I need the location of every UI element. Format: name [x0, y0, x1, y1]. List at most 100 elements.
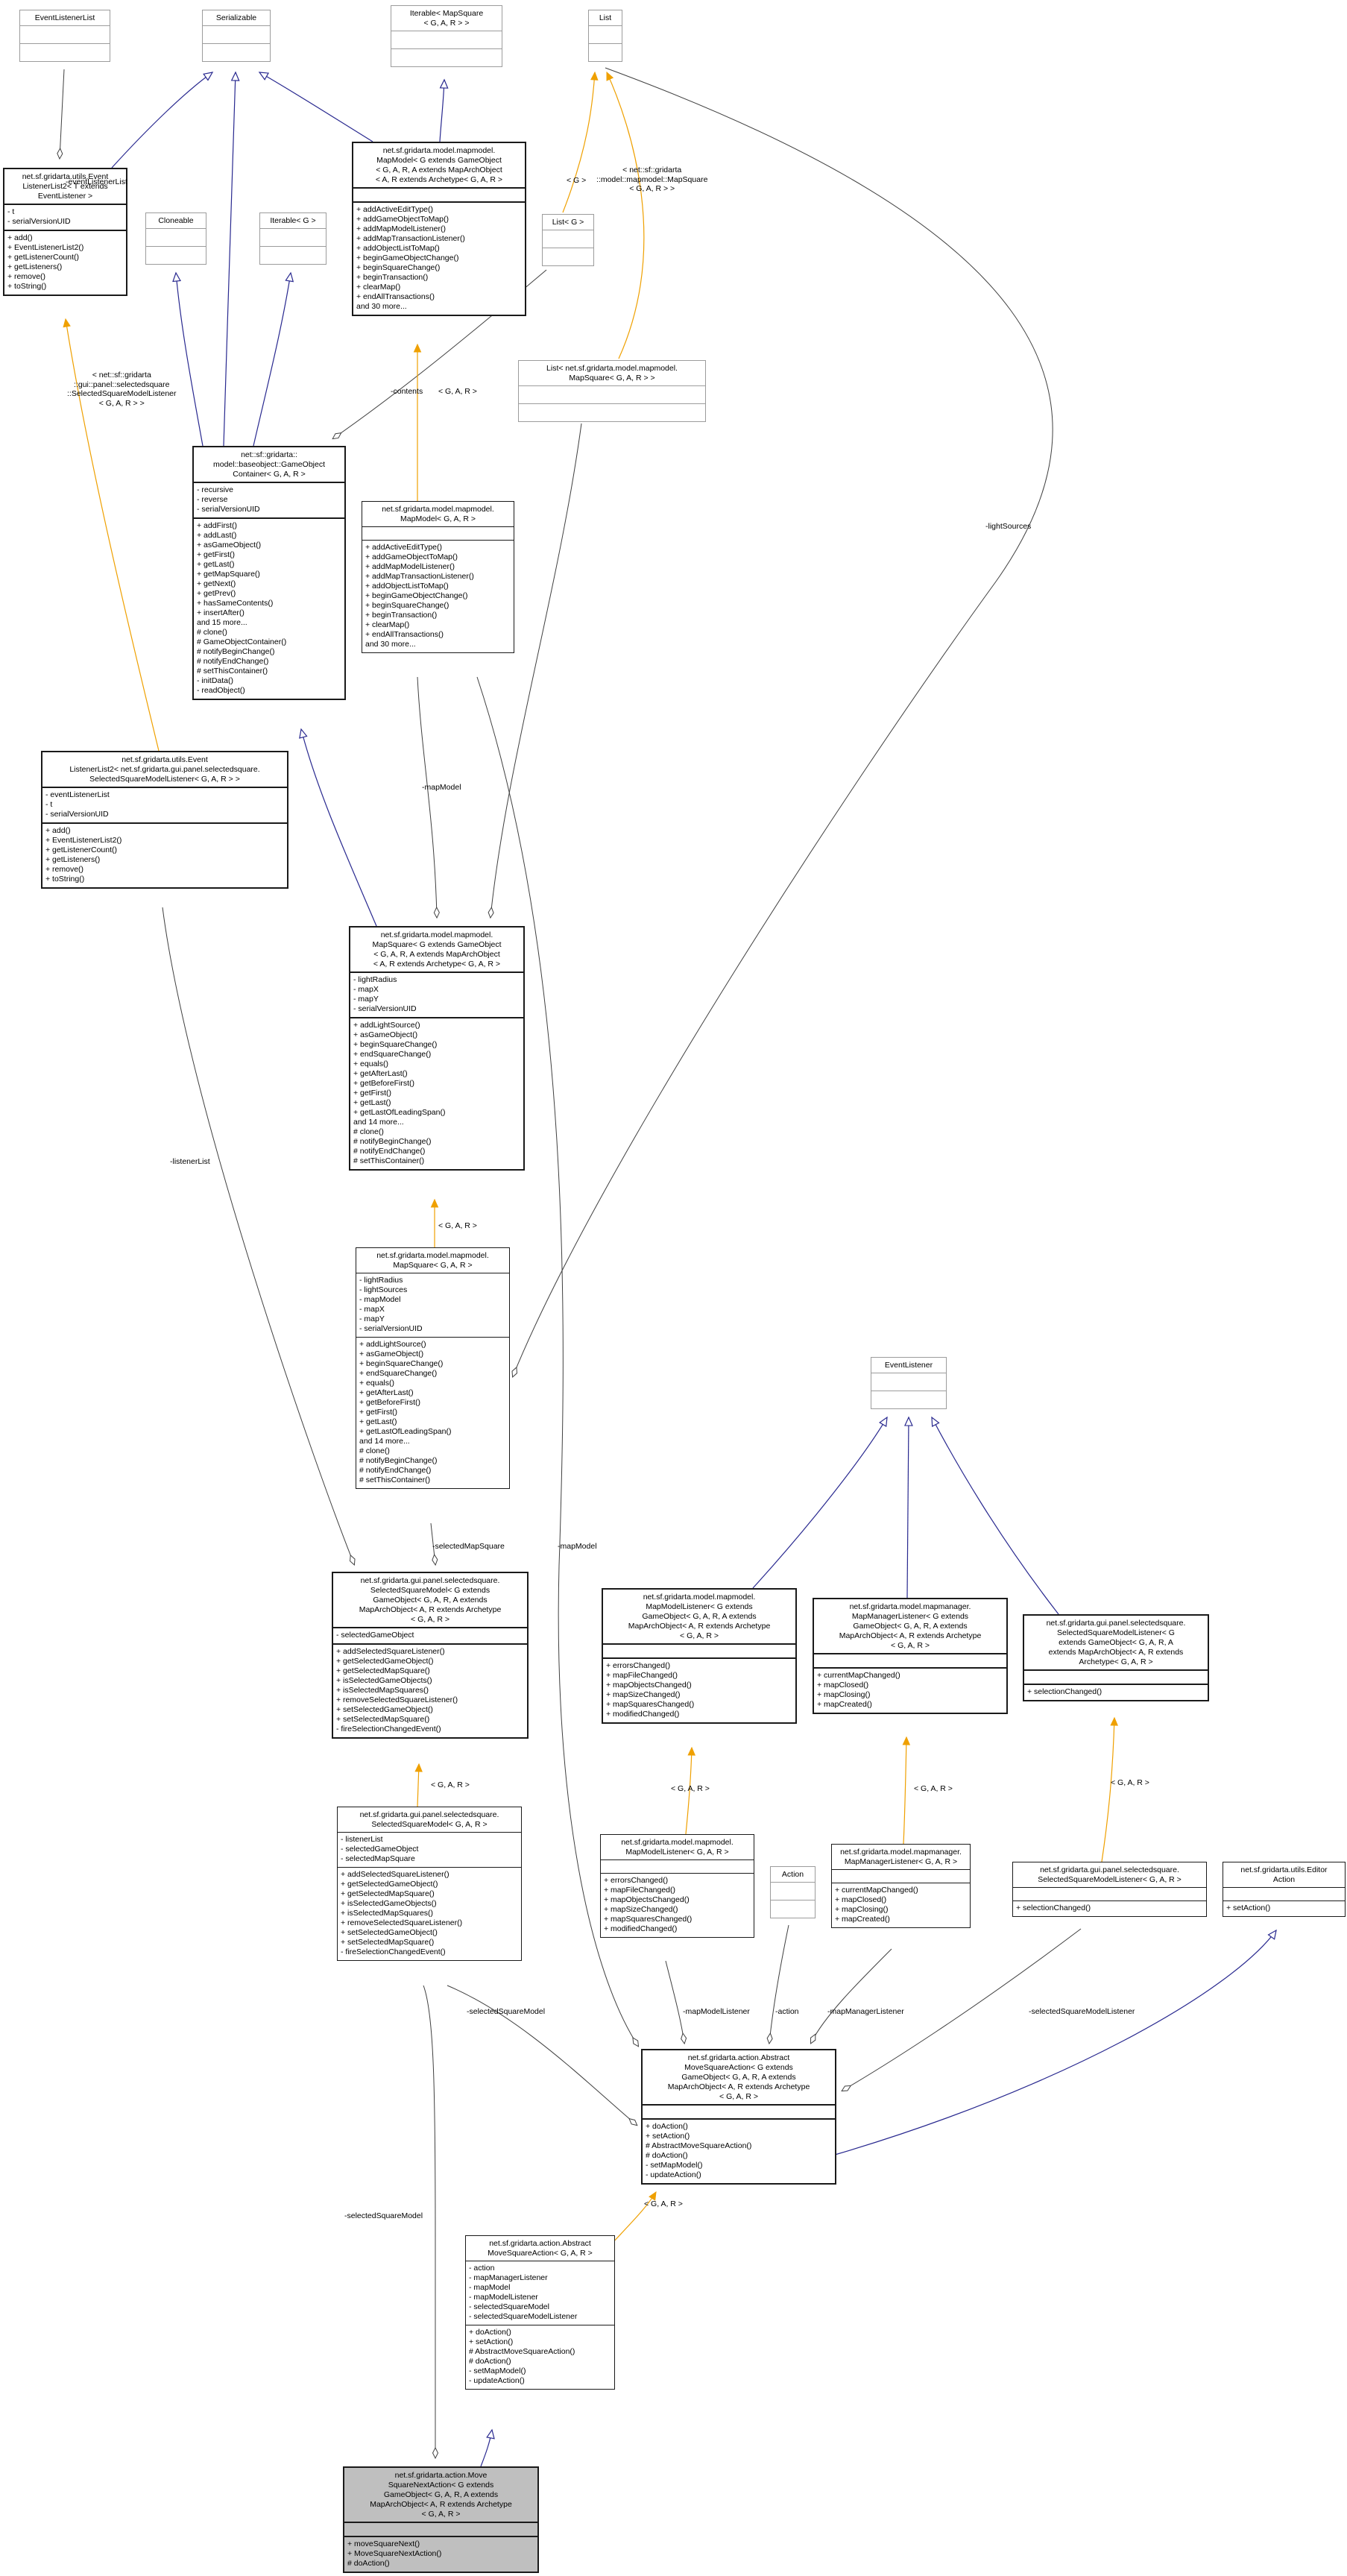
edge-tmpl-amsa: [611, 2191, 657, 2245]
class-methods: + setAction(): [1223, 1900, 1345, 1916]
class-methods: + currentMapChanged()+ mapClosed()+ mapC…: [832, 1883, 970, 1927]
lbl-gar-mapsquare: < G, A, R >: [438, 1221, 477, 1230]
class-box-selectedSquareModelListenerGeneric[interactable]: net.sf.gridarta.gui.panel.selectedsquare…: [1023, 1614, 1209, 1701]
class-attributes: [543, 230, 593, 248]
class-title: net::sf::gridarta::model::baseobject::Ga…: [213, 450, 325, 479]
class-attributes: [362, 526, 514, 540]
class-attributes: [1223, 1887, 1345, 1900]
class-attributes: [260, 228, 326, 246]
class-box-selectedSquareModelGeneric[interactable]: net.sf.gridarta.gui.panel.selectedsquare…: [332, 1572, 529, 1739]
class-attributes: [589, 25, 622, 43]
class-attributes: [20, 25, 110, 43]
class-box-eventListener[interactable]: EventListener: [871, 1357, 947, 1409]
class-box-cloneable[interactable]: Cloneable: [145, 212, 206, 265]
class-box-selectedSquareModelGAR[interactable]: net.sf.gridarta.gui.panel.selectedsquare…: [337, 1807, 522, 1961]
class-title: Iterable< G >: [270, 216, 316, 225]
class-attributes: [603, 1643, 795, 1657]
class-box-mapSquareGeneric[interactable]: net.sf.gridarta.model.mapmodel.MapSquare…: [349, 926, 525, 1171]
class-title: net.sf.gridarta.gui.panel.selectedsquare…: [359, 1576, 502, 1624]
class-box-mapSquareGAR[interactable]: net.sf.gridarta.model.mapmodel.MapSquare…: [356, 1247, 510, 1489]
class-methods: + doAction()+ setAction()# AbstractMoveS…: [466, 2325, 614, 2389]
class-box-mapManagerListenerGAR[interactable]: net.sf.gridarta.model.mapmanager.MapMana…: [831, 1844, 971, 1928]
edge-tmpl-eventListenerList2: [63, 318, 160, 752]
class-methods: + moveSquareNext()+ MoveSquareNextAction…: [344, 2536, 537, 2572]
edge-mapModel-2: [476, 676, 638, 2046]
lbl-gar-ssml: < G, A, R >: [1111, 1778, 1149, 1787]
lbl-selSqModel-1: -selectedSquareModel: [467, 2007, 546, 2016]
lbl-eventListenerList: -eventListenerList: [66, 177, 127, 186]
edge-tmpl-listG: [562, 71, 599, 213]
lbl-gar-amsa: < G, A, R >: [644, 2199, 683, 2208]
edge-listMapSquare: [490, 423, 582, 917]
class-box-selectedSquareModelListenerGAR[interactable]: net.sf.gridarta.gui.panel.selectedsquare…: [1012, 1862, 1207, 1917]
class-box-iterableMapSquare[interactable]: Iterable< MapSquare< G, A, R > >: [391, 5, 502, 67]
class-title: EventListener: [884, 1361, 933, 1370]
class-box-eventListenerListExt[interactable]: EventListenerList: [19, 10, 110, 62]
class-attributes: [771, 1882, 815, 1900]
edge-inh-mgrl-eventlistener: [903, 1416, 913, 1599]
class-box-mapModelGAR[interactable]: net.sf.gridarta.model.mapmodel.MapModel<…: [362, 501, 514, 653]
class-box-mapModelGeneric[interactable]: net.sf.gridarta.model.mapmodel.MapModel<…: [352, 142, 526, 316]
class-methods: [20, 43, 110, 61]
class-methods: + addSelectedSquareListener()+ getSelect…: [333, 1643, 527, 1737]
edge-mapModelListener: [665, 1960, 684, 2043]
lbl-selSqModel-2: -selectedSquareModel: [344, 2211, 423, 2220]
class-attributes: - listenerList- selectedGameObject- sele…: [338, 1832, 521, 1867]
class-title: Serializable: [215, 13, 257, 22]
class-attributes: - selectedGameObject: [333, 1627, 527, 1643]
lbl-gar-mml: < G, A, R >: [671, 1784, 710, 1793]
edge-tmpl-ssm: [414, 1763, 423, 1807]
lbl-gar-ssm: < G, A, R >: [431, 1780, 470, 1789]
class-methods: + add()+ EventListenerList2()+ getListen…: [42, 822, 287, 887]
class-methods: + selectionChanged(): [1024, 1684, 1208, 1700]
lbl-selectedMapSquare: -selectedMapSquare: [432, 1542, 505, 1551]
lbl-tmpl-mapsquare: < net::sf::gridarta::model::mapmodel::Ma…: [596, 166, 708, 193]
lbl-tmpl-ssml: < net::sf::gridarta::gui::panel::selecte…: [67, 371, 177, 408]
class-attributes: [391, 31, 502, 48]
class-box-serializable[interactable]: Serializable: [202, 10, 271, 62]
class-title: net.sf.gridarta.model.mapmodel.MapModel<…: [382, 505, 494, 523]
class-methods: + selectionChanged(): [1013, 1900, 1206, 1916]
class-box-mapModelListenerGeneric[interactable]: net.sf.gridarta.model.mapmodel.MapModelL…: [602, 1588, 797, 1724]
class-methods: + addLightSource()+ asGameObject()+ begi…: [350, 1017, 523, 1169]
edge-mapManagerListener: [811, 1948, 892, 2043]
edge-tmpl-mml: [685, 1746, 695, 1835]
class-methods: [146, 246, 206, 264]
edge-inh-mml-eventlistener: [752, 1416, 888, 1589]
class-box-gameObjectContainer[interactable]: net::sf::gridarta::model::baseobject::Ga…: [192, 446, 346, 700]
edge-mapModel-1: [417, 676, 437, 917]
class-attributes: - eventListenerList- t- serialVersionUID: [42, 787, 287, 822]
class-attributes: [871, 1373, 946, 1391]
edge-lightSources: [513, 67, 1053, 1376]
edge-inh-ssml-eventlistener: [931, 1416, 1059, 1615]
class-box-mapModelListenerGAR[interactable]: net.sf.gridarta.model.mapmodel.MapModelL…: [600, 1834, 754, 1938]
class-attributes: [1024, 1669, 1208, 1684]
class-title: net.sf.gridarta.gui.panel.selectedsquare…: [1046, 1619, 1186, 1666]
class-title: List< net.sf.gridarta.model.mapmodel.Map…: [546, 364, 678, 382]
class-methods: [203, 43, 270, 61]
class-attributes: [146, 228, 206, 246]
class-attributes: - action- mapManagerListener- mapModel- …: [466, 2261, 614, 2325]
class-box-listG[interactable]: List< G >: [542, 214, 594, 266]
class-attributes: [203, 25, 270, 43]
class-title: Action: [781, 1870, 804, 1879]
class-box-listMapSquare[interactable]: List< net.sf.gridarta.model.mapmodel.Map…: [518, 360, 706, 422]
class-methods: + addLightSource()+ asGameObject()+ begi…: [356, 1337, 509, 1488]
class-methods: [871, 1391, 946, 1408]
class-attributes: - lightRadius- lightSources- mapModel- m…: [356, 1273, 509, 1337]
class-box-listExt[interactable]: List: [588, 10, 622, 62]
class-box-mapManagerListenerGeneric[interactable]: net.sf.gridarta.model.mapmanager.MapMana…: [813, 1598, 1008, 1714]
class-box-actionExt[interactable]: Action: [770, 1866, 816, 1918]
lbl-action: -action: [775, 2007, 799, 2016]
class-title: net.sf.gridarta.model.mapmanager.MapMana…: [840, 1848, 962, 1866]
class-box-iterableG[interactable]: Iterable< G >: [259, 212, 327, 265]
